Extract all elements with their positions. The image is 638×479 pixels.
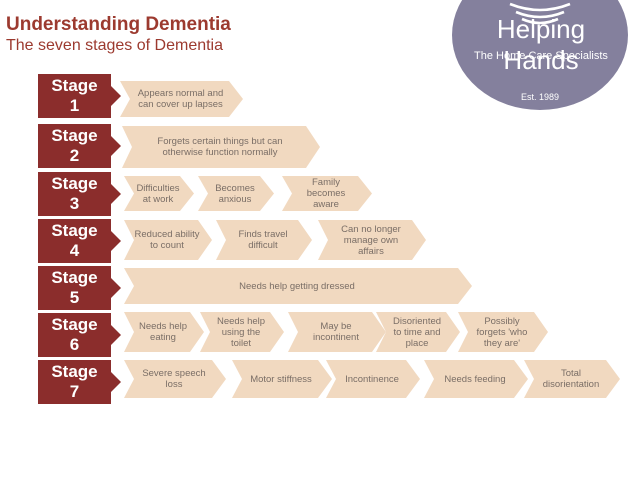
stage-5-pointer bbox=[111, 278, 121, 298]
logo-tagline: The Home Care Specialists bbox=[474, 50, 608, 62]
stage-3-step-3 bbox=[282, 176, 372, 211]
stage-4-label: Stage 4 bbox=[38, 219, 111, 263]
stage-7-pointer bbox=[111, 372, 121, 392]
stage-6-label: Stage 6 bbox=[38, 313, 111, 357]
stage-6-step-3 bbox=[288, 312, 386, 352]
stage-4-pointer bbox=[111, 231, 121, 251]
stage-7-step-5-text: Total disorientation bbox=[542, 368, 600, 390]
stage-6-pointer bbox=[111, 325, 121, 345]
stage-6-step-5 bbox=[458, 312, 548, 352]
stage-2-step-1 bbox=[122, 126, 320, 168]
stage-3-step-2 bbox=[198, 176, 274, 211]
stage-7-label: Stage 7 bbox=[38, 360, 111, 404]
stage-7-step-3-text: Incontinence bbox=[345, 373, 399, 385]
stage-7-step-1 bbox=[124, 360, 226, 398]
stage-4-step-2 bbox=[216, 220, 312, 260]
stage-3-pointer bbox=[111, 184, 121, 204]
stage-1-pointer bbox=[111, 86, 121, 106]
stage-4-step-3-text: Can no longer manage own affairs bbox=[341, 223, 401, 257]
page-subtitle: The seven stages of Dementia bbox=[6, 37, 224, 54]
stage-3-label: Stage 3 bbox=[38, 172, 111, 216]
logo-name: Helping Hands bbox=[496, 14, 586, 75]
stage-2-label: Stage 2 bbox=[38, 124, 111, 168]
stage-6-step-4-text: Disoriented to time and place bbox=[392, 315, 442, 349]
stage-3-step-2-text: Becomes anxious bbox=[215, 182, 255, 205]
stage-7-step-5 bbox=[524, 360, 620, 398]
stage-2-pointer bbox=[111, 136, 121, 156]
stage-6-step-5-text: Possibly forgets 'who they are' bbox=[476, 315, 528, 349]
page-title: Understanding Dementia bbox=[6, 14, 231, 35]
stage-6-step-1-text: Needs help eating bbox=[138, 321, 188, 343]
stage-5-step-1-text: Needs help getting dressed bbox=[239, 280, 355, 292]
stage-6-step-4 bbox=[376, 312, 460, 352]
stage-7-step-2-text: Motor stiffness bbox=[250, 373, 312, 385]
stage-2-step-1-text: Forgets certain things but can otherwise… bbox=[157, 136, 283, 158]
stage-7-step-1-text: Severe speech loss bbox=[142, 368, 206, 390]
stage-1-step-1-text: Appears normal and can cover up lapses bbox=[137, 88, 224, 110]
stage-7-step-4-text: Needs feeding bbox=[444, 373, 506, 385]
stage-7-step-2 bbox=[232, 360, 332, 398]
stage-3-step-1 bbox=[124, 176, 194, 211]
stage-3-step-3-text: Family becomes aware bbox=[306, 177, 346, 210]
stage-4-step-2-text: Finds travel difficult bbox=[238, 229, 288, 251]
stage-4-step-1-text: Reduced ability to count bbox=[134, 229, 200, 251]
stage-5-label: Stage 5 bbox=[38, 266, 111, 310]
stage-6-step-2 bbox=[200, 312, 284, 352]
logo-waves-icon bbox=[509, 2, 571, 25]
stage-4-step-3 bbox=[318, 220, 426, 260]
stage-5-step-1 bbox=[124, 268, 472, 304]
stage-1-label: Stage 1 bbox=[38, 74, 111, 118]
stage-1-step-1 bbox=[120, 81, 243, 117]
helping-hands-logo: Helping Hands The Home Care Specialists … bbox=[452, 0, 628, 110]
logo-established: Est. 1989 bbox=[520, 92, 560, 102]
stage-3-step-1-text: Difficulties at work bbox=[136, 182, 180, 205]
stage-6-step-3-text: May be incontinent bbox=[313, 321, 359, 343]
stage-7-step-3 bbox=[326, 360, 420, 398]
stage-7-step-4 bbox=[424, 360, 528, 398]
stage-4-step-1 bbox=[124, 220, 212, 260]
stage-6-step-1 bbox=[124, 312, 204, 352]
stage-6-step-2-text: Needs help using the toilet bbox=[216, 315, 266, 349]
